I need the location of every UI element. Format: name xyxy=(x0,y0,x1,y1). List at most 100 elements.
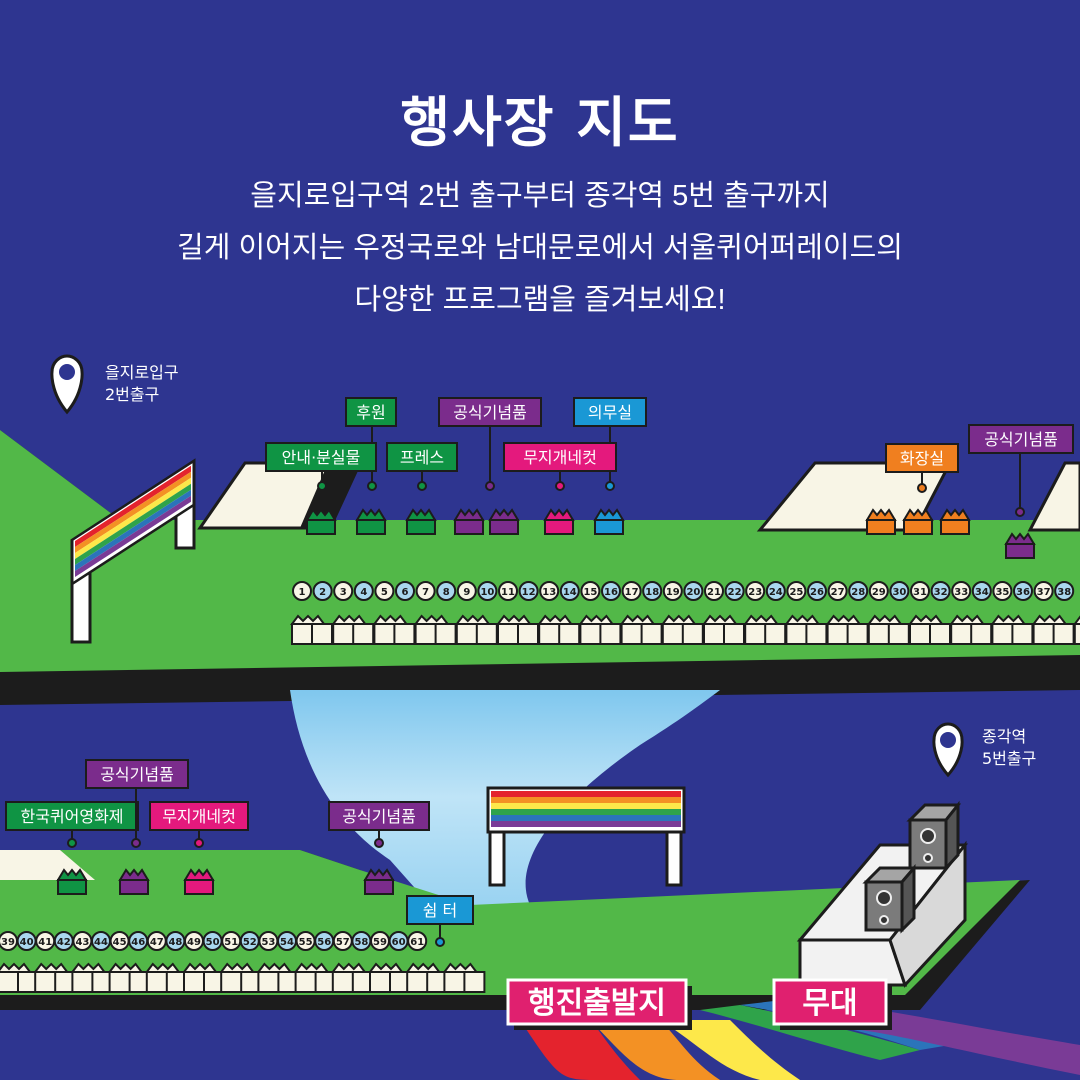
sponsor-booth-icon xyxy=(356,509,386,535)
page-title: 행사장 지도 xyxy=(400,91,680,154)
booth-number: 59 xyxy=(373,937,387,948)
booth-number: 42 xyxy=(57,937,71,948)
booth-number: 14 xyxy=(563,587,577,598)
booth-number: 5 xyxy=(381,587,388,598)
booth-number-circle xyxy=(642,581,663,601)
subtitle-line-2: 길게 이어지는 우정국로와 남대문로에서 서울퀴어퍼레이드의 xyxy=(177,232,903,264)
label-shelter: 쉼 터 xyxy=(406,895,474,947)
booth-number: 7 xyxy=(422,587,429,598)
booth-number-circle xyxy=(456,581,477,601)
booth-house-icon xyxy=(144,962,188,993)
booth-number: 37 xyxy=(1037,587,1051,598)
start-location-line2: 2번출구 xyxy=(105,385,159,404)
booth-number: 61 xyxy=(410,937,424,948)
booth-house-icon xyxy=(990,614,1034,645)
booth-number: 50 xyxy=(206,937,220,948)
booth-number-circle xyxy=(415,581,436,601)
label-official-goods-2: 공식기념품 xyxy=(968,424,1074,517)
booth-number: 45 xyxy=(113,937,127,948)
booth-house-icon xyxy=(496,614,539,645)
booth-number: 48 xyxy=(168,937,182,948)
stage-banner-text: 무대 xyxy=(802,986,857,1021)
booth-number-circle xyxy=(312,581,333,601)
booth-number-circle xyxy=(374,581,395,601)
goods-booth-icon xyxy=(489,509,519,535)
booth-number: 47 xyxy=(150,937,164,948)
press-booth-icon xyxy=(406,509,436,535)
label-official-goods-4: 공식기념품 xyxy=(328,801,430,848)
booth-number: 51 xyxy=(224,937,238,948)
label-rainbow-necket-2-text: 무지개네컷 xyxy=(162,807,236,826)
booth-number: 22 xyxy=(728,587,742,598)
booth-number-circle xyxy=(353,581,374,601)
rainbow-gate xyxy=(486,786,686,887)
booth-number: 38 xyxy=(1057,587,1071,598)
booth-number-circle xyxy=(498,581,518,601)
label-press: 프레스 xyxy=(386,442,458,491)
bottom-road xyxy=(0,850,1030,1010)
booth-number: 23 xyxy=(748,587,762,598)
booth-number: 9 xyxy=(463,587,470,598)
label-shelter-text: 쉼 터 xyxy=(423,901,458,920)
booth-number-circle xyxy=(786,581,807,601)
booth-number-circle xyxy=(662,581,683,601)
booth-number: 13 xyxy=(542,587,556,598)
parade-start-text: 행진출발지 xyxy=(528,986,666,1021)
booth-number-circle xyxy=(395,581,415,601)
end-location-line1: 종각역 xyxy=(982,727,1026,746)
booth-number: 34 xyxy=(975,587,989,598)
booth-number: 21 xyxy=(707,587,721,598)
booth-house-icon xyxy=(908,614,951,645)
booth-house-icon xyxy=(537,614,581,645)
end-location-line2: 5번출구 xyxy=(982,749,1036,768)
booth-number: 46 xyxy=(131,937,145,948)
booth-number-circle xyxy=(930,581,951,601)
booth-number: 10 xyxy=(480,587,494,598)
booth-number: 39 xyxy=(1,937,15,948)
location-pin-icon xyxy=(50,354,84,415)
restroom-booth-icon xyxy=(940,509,970,535)
booth-house-icon xyxy=(702,614,745,645)
booth-house-icon xyxy=(107,962,151,993)
booth-number-circle xyxy=(704,581,724,601)
booth-number: 41 xyxy=(38,937,52,948)
booth-number: 24 xyxy=(769,587,783,598)
booth-house-icon xyxy=(1031,614,1075,645)
goods-booth-icon xyxy=(454,509,484,535)
booth-number-circle xyxy=(621,581,642,601)
film-festival-booth-icon xyxy=(57,869,87,895)
booth-number: 3 xyxy=(340,587,347,598)
label-rainbow-necket-1-text: 무지개네컷 xyxy=(523,448,597,467)
start-location-line1: 을지로입구 xyxy=(105,363,179,382)
booth-number-circle xyxy=(827,581,848,601)
label-rainbow-necket-2: 무지개네컷 xyxy=(149,801,249,848)
label-official-goods-4-text: 공식기념품 xyxy=(342,807,416,826)
page-subtitle: 을지로입구역 2번 출구부터 종각역 5번 출구까지 길게 이어지는 우정국로와… xyxy=(0,170,1080,326)
booth-number: 11 xyxy=(501,587,515,598)
booth-number: 16 xyxy=(604,587,618,598)
booth-house-icon xyxy=(866,614,910,645)
end-location-marker: 종각역 5번출구 xyxy=(932,722,1036,778)
booth-number-circle xyxy=(745,581,766,601)
booth-house-icon xyxy=(293,962,337,993)
booth-number: 49 xyxy=(187,937,201,948)
booth-number: 15 xyxy=(583,587,597,598)
booth-number-circle xyxy=(407,931,428,951)
goods-booth-icon xyxy=(364,869,394,895)
booth-number: 19 xyxy=(666,587,680,598)
speaker-icon xyxy=(862,863,918,934)
label-press-text: 프레스 xyxy=(400,448,444,467)
speaker-icon xyxy=(906,800,962,872)
booth-number-circle xyxy=(580,581,601,601)
booth-number: 36 xyxy=(1016,587,1030,598)
booth-number: 27 xyxy=(831,587,845,598)
booth-number: 26 xyxy=(810,587,824,598)
booth-number: 52 xyxy=(243,937,257,948)
label-medical: 의무실 xyxy=(573,397,647,491)
info-booth-icon xyxy=(306,509,336,535)
goods-booth-icon xyxy=(119,869,149,895)
location-pin-icon xyxy=(932,722,964,778)
booth-house-icon xyxy=(290,614,333,645)
